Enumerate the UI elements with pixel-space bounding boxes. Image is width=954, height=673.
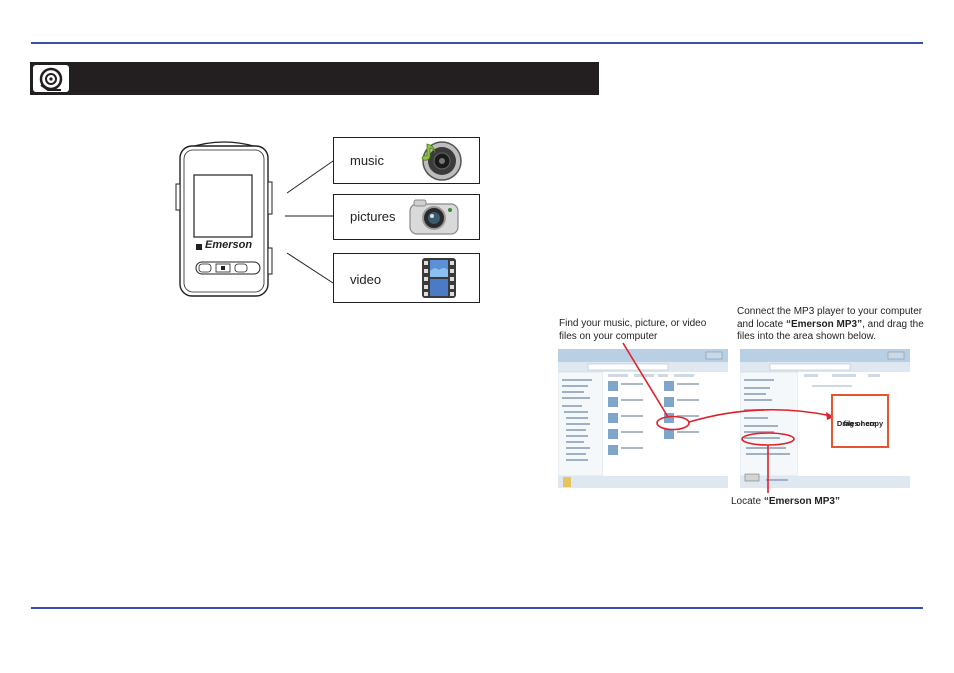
section-header-bar [30, 62, 599, 95]
drag-path-arrow [688, 408, 833, 423]
drop-target-line2: files here [843, 419, 877, 428]
connect-line1: Connect the MP3 player to your computer [737, 306, 923, 317]
pictures-label: pictures [350, 209, 396, 224]
pictures-menu-box: pictures [333, 194, 480, 240]
locate-caption: Locate “Emerson MP3” [731, 496, 840, 509]
video-label: video [350, 272, 382, 287]
disc-transfer-icon [33, 65, 69, 92]
connect-line2-post: , and drag the [862, 318, 924, 330]
source-explorer-window [557, 348, 729, 489]
find-files-caption: Find your music, picture, or video files… [559, 318, 706, 343]
drop-target-line1: Drag or copy [836, 419, 884, 428]
connect-caption: Connect the MP3 player to your computer … [737, 306, 924, 344]
video-menu-box: video [333, 253, 480, 303]
music-icon [418, 140, 464, 187]
connect-line2-pre: and locate [737, 318, 786, 330]
device-brand-label: Emerson [205, 239, 253, 251]
locate-bold: “Emerson MP3” [763, 496, 840, 507]
mp3-player-illustration: Emerson [168, 138, 280, 298]
emerson-mp3-highlight [741, 432, 795, 446]
connect-line3: files into the area shown below. [737, 331, 876, 342]
top-rule [31, 42, 923, 44]
source-pointer-arrow [622, 342, 669, 418]
find-files-line2: files on your computer [559, 330, 658, 342]
film-icon [421, 257, 457, 304]
drag-arrowhead [826, 412, 834, 420]
find-files-line1: Find your music, picture, or video [559, 318, 707, 329]
bottom-rule [31, 607, 923, 609]
connector-lines [285, 160, 334, 284]
destination-explorer-window [739, 348, 911, 489]
music-menu-box: music [333, 137, 480, 184]
camera-icon [408, 198, 460, 241]
music-label: music [350, 153, 384, 168]
connect-line2-bold: “Emerson MP3” [785, 318, 863, 330]
source-file-highlight [656, 415, 690, 431]
locate-pre: Locate [731, 496, 764, 507]
